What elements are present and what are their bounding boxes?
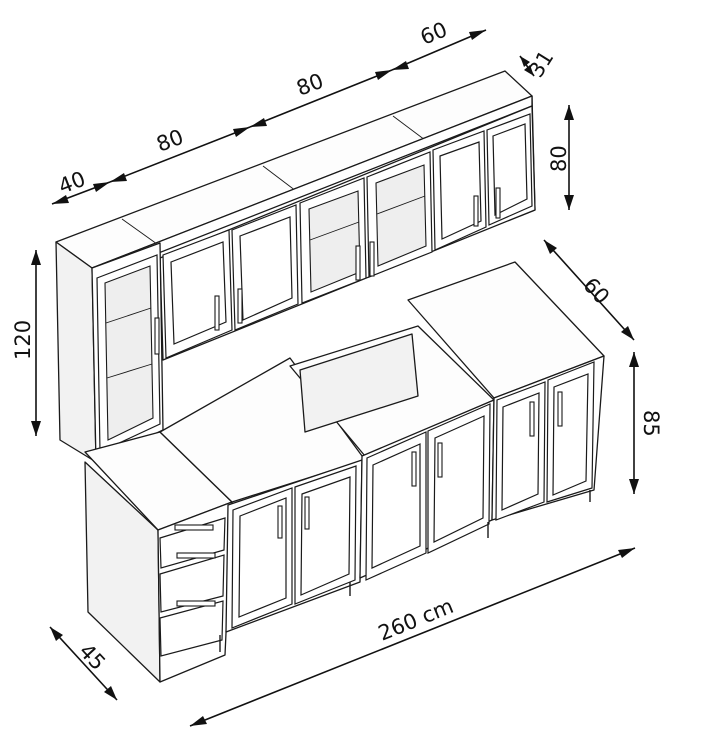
dim-label-80-right: 80 [293, 69, 327, 101]
dim-label-80-left: 80 [153, 125, 187, 157]
upper-cabinet-80-left [162, 204, 299, 359]
handle-icon [355, 245, 361, 281]
upper-cabinet-80-right-glass [299, 151, 433, 304]
dim-label-40: 40 [55, 167, 89, 199]
handle-icon [369, 241, 375, 277]
dim-label-120: 120 [11, 320, 35, 360]
dim-label-80-vertical: 80 [547, 145, 571, 172]
handle-icon [529, 401, 535, 437]
dim-label-85: 85 [639, 410, 663, 437]
handle-icon [214, 295, 220, 331]
cabinet-legs [219, 490, 591, 652]
handle-icon [473, 195, 479, 227]
handle-icon [176, 600, 216, 607]
handle-icon [174, 524, 214, 531]
dim-label-31: 31 [524, 46, 559, 81]
handle-icon [154, 317, 160, 355]
handle-icon [495, 187, 501, 219]
handle-icon [304, 496, 310, 530]
handle-icon [277, 505, 283, 539]
dimension-lines [31, 29, 639, 727]
handle-icon [437, 442, 443, 478]
dim-label-60-upper: 60 [417, 17, 451, 49]
tall-glass-cabinet [55, 241, 164, 463]
handle-icon [557, 391, 563, 427]
handle-icon [411, 451, 417, 487]
handle-icon [237, 288, 243, 324]
handle-icon [176, 552, 216, 559]
base-cabinet-60 [407, 261, 605, 521]
upper-cabinet-60 [432, 113, 533, 251]
dim-label-total-width: 260 cm [375, 594, 457, 646]
dim-label-45: 45 [74, 639, 110, 675]
dim-label-60-base: 60 [578, 273, 614, 309]
base-corner-drawer-unit [84, 431, 233, 683]
base-sink-unit-80 [289, 325, 495, 581]
